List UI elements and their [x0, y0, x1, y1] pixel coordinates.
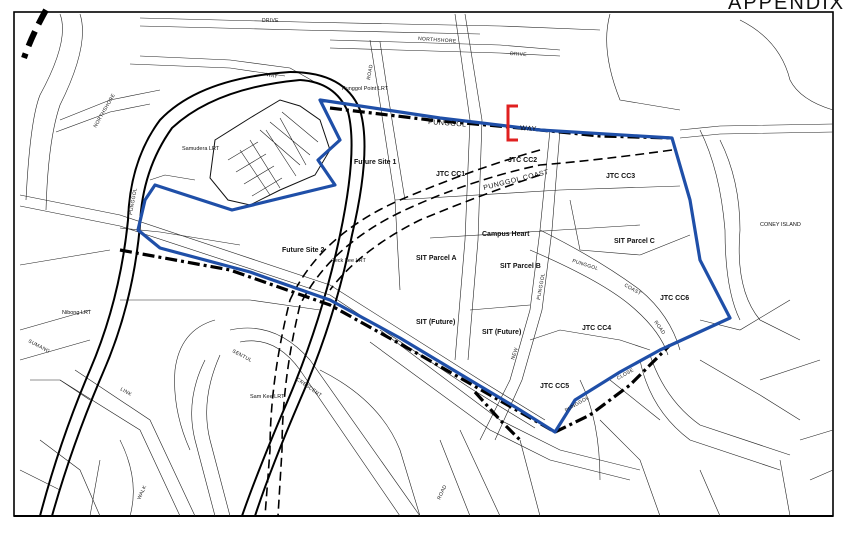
- label-sit-future-1: SIT (Future): [416, 319, 455, 326]
- label-future-site-1: Future Site 1: [354, 159, 397, 166]
- road-label-way-left: WAY: [266, 72, 279, 80]
- label-campus-heart: Campus Heart: [482, 231, 530, 238]
- road-label-northshore: NORTHSHORE: [418, 36, 457, 45]
- page-title: APPENDIX B: [728, 0, 848, 14]
- label-jtc-cc1: JTC CC1: [436, 171, 465, 178]
- station-punggol-point: Punggol Point LRT: [342, 86, 389, 92]
- label-jtc-cc2: JTC CC2: [508, 157, 537, 164]
- label-sit-parcel-a: SIT Parcel A: [416, 255, 457, 262]
- road-label-punggol-left: PUNGGOL: [128, 188, 139, 216]
- road-label-drive-right: DRIVE: [510, 51, 528, 58]
- residential-blocks: [209, 99, 331, 206]
- station-teck-lee: Teck Lee LRT: [332, 258, 366, 264]
- station-nibong: Nibong LRT: [62, 310, 92, 316]
- label-future-site-2: Future Site 2: [282, 247, 325, 254]
- label-jtc-cc6: JTC CC6: [660, 295, 689, 302]
- station-samudera: Samudera LRT: [182, 146, 220, 152]
- label-sit-parcel-c: SIT Parcel C: [614, 238, 655, 245]
- label-sit-future-2: SIT (Future): [482, 329, 521, 336]
- site-boundaries: [136, 98, 732, 434]
- road-label-new: NEW: [510, 347, 520, 361]
- road-label-way: WAY: [520, 125, 537, 133]
- label-sit-parcel-b: SIT Parcel B: [500, 263, 541, 270]
- label-coney-island: CONEY ISLAND: [760, 222, 801, 228]
- road-label-punggol-vertical: PUNGGOL: [536, 273, 547, 301]
- arc-boundary: [21, 8, 49, 59]
- road-label-link: LINK: [119, 387, 133, 399]
- road-label-drive-top: DRIVE: [262, 18, 279, 24]
- road-label-road-vertical: ROAD: [366, 64, 375, 81]
- label-jtc-cc4: JTC CC4: [582, 325, 611, 332]
- station-sam-kee: Sam Kee LRT: [250, 394, 285, 400]
- map-border: [13, 11, 834, 517]
- label-jtc-cc3: JTC CC3: [606, 173, 635, 180]
- road-label-punggol: PUNGGOL: [428, 119, 467, 129]
- section-marker: [506, 104, 518, 142]
- road-network: [19, 13, 834, 517]
- label-jtc-cc5: JTC CC5: [540, 383, 569, 390]
